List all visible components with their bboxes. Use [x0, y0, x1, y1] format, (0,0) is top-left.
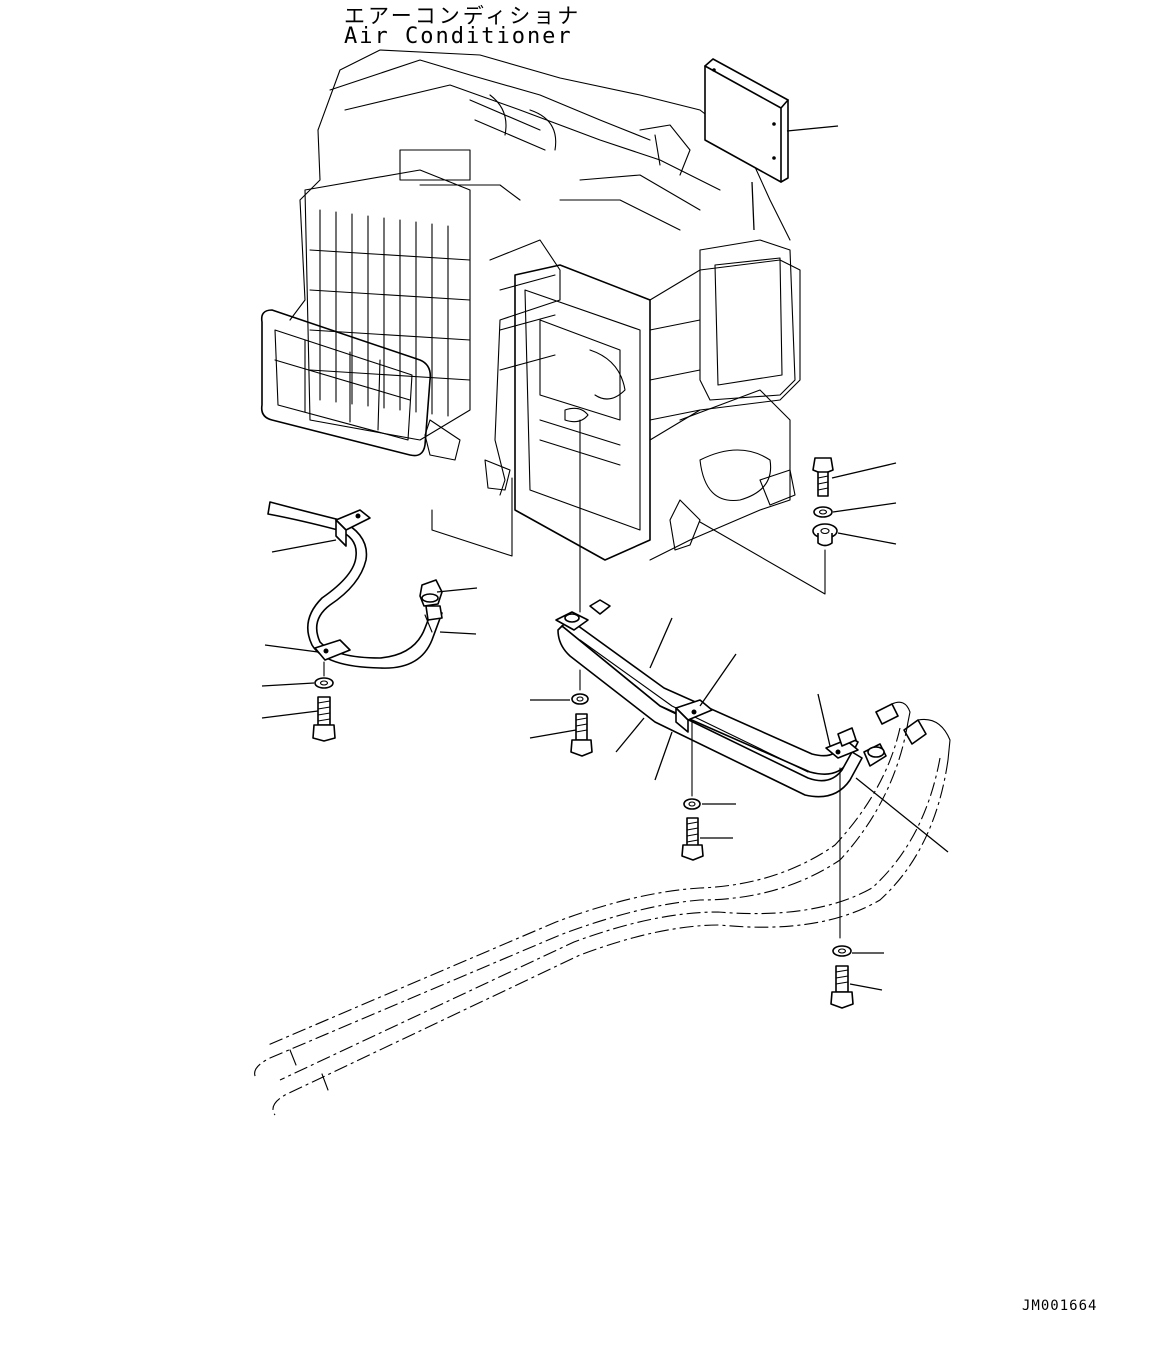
elbow-fitting-icon [419, 579, 443, 621]
washer-icon [314, 677, 334, 689]
bolt-icon [812, 457, 834, 497]
bolt-icon [681, 817, 704, 861]
bolt-icon [830, 965, 854, 1009]
cover-plate-icon [704, 58, 789, 183]
clamp-icon [555, 599, 859, 759]
washer-icon [832, 945, 852, 957]
hose-icon [267, 501, 443, 669]
bolt-icon [312, 696, 336, 742]
washer-icon [571, 693, 589, 705]
washer-icon [812, 523, 838, 547]
diagram-title-japanese: エアーコンディショナ [344, 4, 582, 28]
clamp-icon [314, 509, 371, 661]
elbow-fitting-icon [837, 727, 887, 767]
bolt-icon [570, 713, 593, 757]
diagram-title-english: Air Conditioner [344, 24, 573, 49]
drawing-code: JM001664 [1022, 1298, 1098, 1314]
washer-icon [683, 798, 701, 810]
washer-icon [813, 506, 833, 518]
elbow-fitting-icon [875, 701, 951, 761]
air-conditioner-unit-icon [260, 49, 801, 561]
